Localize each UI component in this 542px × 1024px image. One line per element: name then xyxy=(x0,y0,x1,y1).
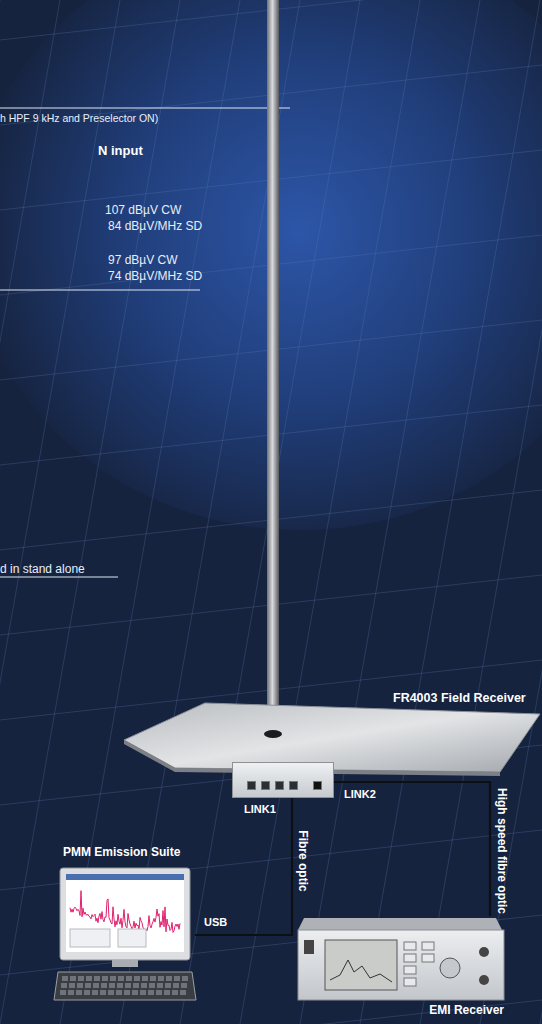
port xyxy=(313,781,322,790)
power-switch xyxy=(304,940,314,954)
emi-receiver: EMI Receiver xyxy=(298,916,504,1000)
receiver-top xyxy=(298,918,502,930)
monitor-stand xyxy=(112,960,138,967)
antenna-base xyxy=(264,730,282,738)
keys xyxy=(60,976,188,995)
node-label: FR4003 Field Receiver xyxy=(393,691,526,706)
port xyxy=(289,781,298,790)
receiver-body xyxy=(298,930,504,1000)
node-label: PMM Emission Suite xyxy=(63,845,180,859)
monitor xyxy=(60,868,190,960)
fibre-link xyxy=(195,798,292,935)
label-text: 74 dBµV/MHz SD xyxy=(108,269,202,283)
panel xyxy=(70,929,110,947)
edge-label: Fibre optic xyxy=(296,830,310,891)
title-bar xyxy=(66,874,184,880)
field-receiver-box: FR4003 Field Receiver xyxy=(232,762,334,798)
label-text: USB xyxy=(204,916,227,929)
rule xyxy=(0,108,290,109)
fibre-link xyxy=(334,782,490,916)
pc-station: PMM Emission Suite xyxy=(55,864,195,1002)
screen xyxy=(66,874,184,952)
receiver-trace xyxy=(330,960,392,982)
node-label: EMI Receiver xyxy=(429,1003,504,1017)
receiver-buttons xyxy=(404,942,434,986)
label-text: 97 dBµV CW xyxy=(108,253,178,267)
antenna-rod xyxy=(267,0,279,735)
label-text: 107 dBµV CW xyxy=(105,203,181,217)
rule xyxy=(0,577,118,578)
label-text: N input xyxy=(98,143,143,159)
label-text: 84 dBµV/MHz SD xyxy=(108,219,202,233)
keyboard xyxy=(54,972,196,1000)
label-text: d in stand alone xyxy=(0,562,85,576)
label-text: LINK1 xyxy=(244,803,276,816)
receiver-screen xyxy=(325,940,397,990)
port xyxy=(275,781,284,790)
rule xyxy=(0,290,200,291)
edge-label: High speed fibre optic xyxy=(495,788,509,914)
receiver-knob xyxy=(440,958,460,978)
panel xyxy=(118,929,146,947)
connector xyxy=(479,975,489,985)
port xyxy=(261,781,270,790)
label-text: h HPF 9 kHz and Preselector ON) xyxy=(0,112,158,125)
label-text: LINK2 xyxy=(344,788,376,801)
connector xyxy=(479,947,489,957)
port xyxy=(247,781,256,790)
spectrum-trace xyxy=(70,891,180,933)
